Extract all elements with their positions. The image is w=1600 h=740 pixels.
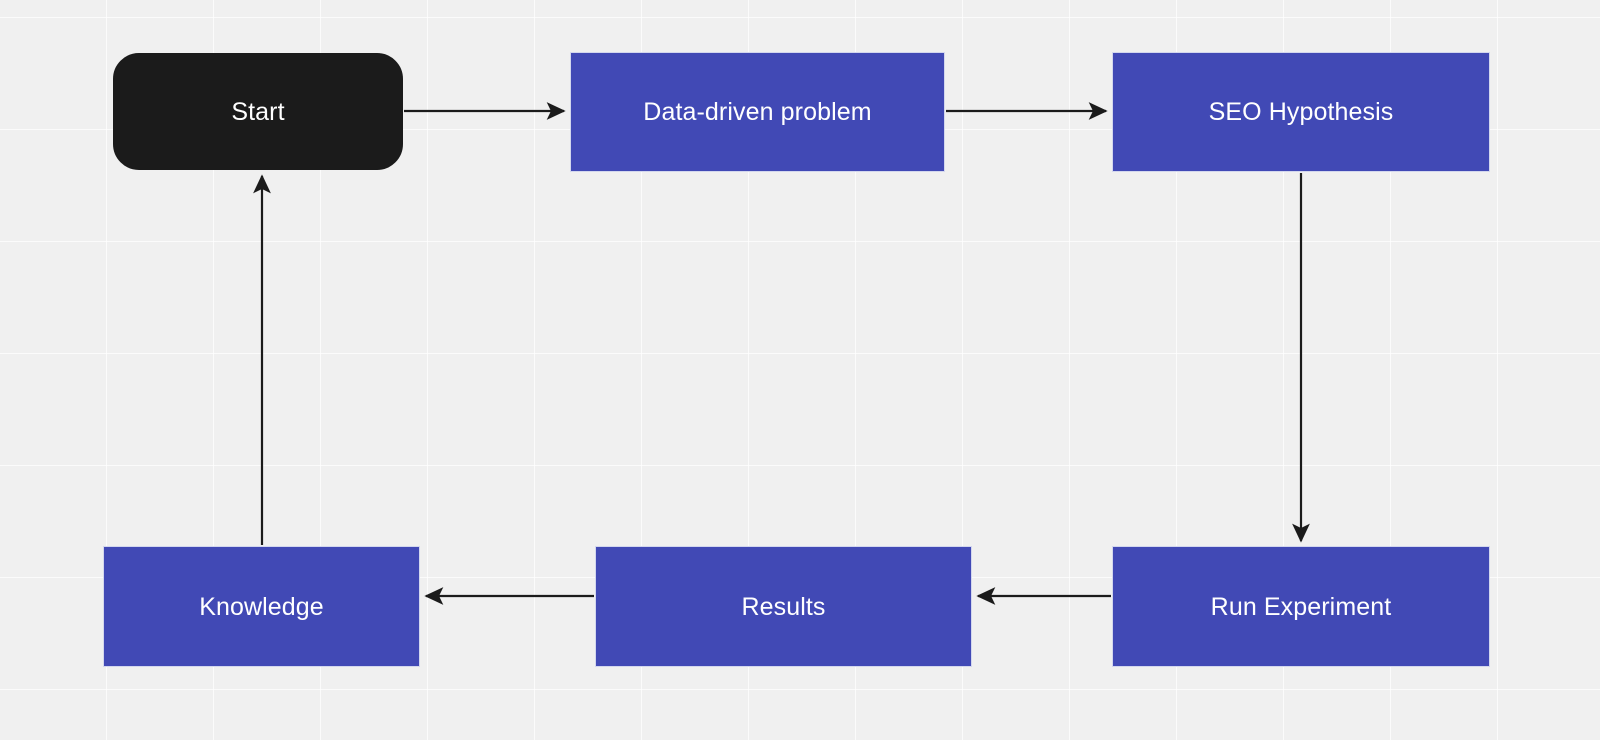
- node-knowledge[interactable]: Knowledge: [103, 546, 420, 667]
- node-data-driven-problem[interactable]: Data-driven problem: [570, 52, 945, 172]
- node-run-experiment-label: Run Experiment: [1210, 592, 1392, 621]
- node-knowledge-label: Knowledge: [199, 592, 324, 621]
- node-start[interactable]: Start: [113, 53, 403, 170]
- node-results-label: Results: [741, 592, 826, 621]
- node-seo-hypothesis-label: SEO Hypothesis: [1208, 98, 1394, 126]
- node-run-experiment[interactable]: Run Experiment: [1112, 546, 1490, 667]
- node-data-driven-problem-label: Data-driven problem: [643, 98, 872, 126]
- node-start-label: Start: [231, 97, 285, 126]
- node-seo-hypothesis[interactable]: SEO Hypothesis: [1112, 52, 1490, 172]
- node-results[interactable]: Results: [595, 546, 972, 667]
